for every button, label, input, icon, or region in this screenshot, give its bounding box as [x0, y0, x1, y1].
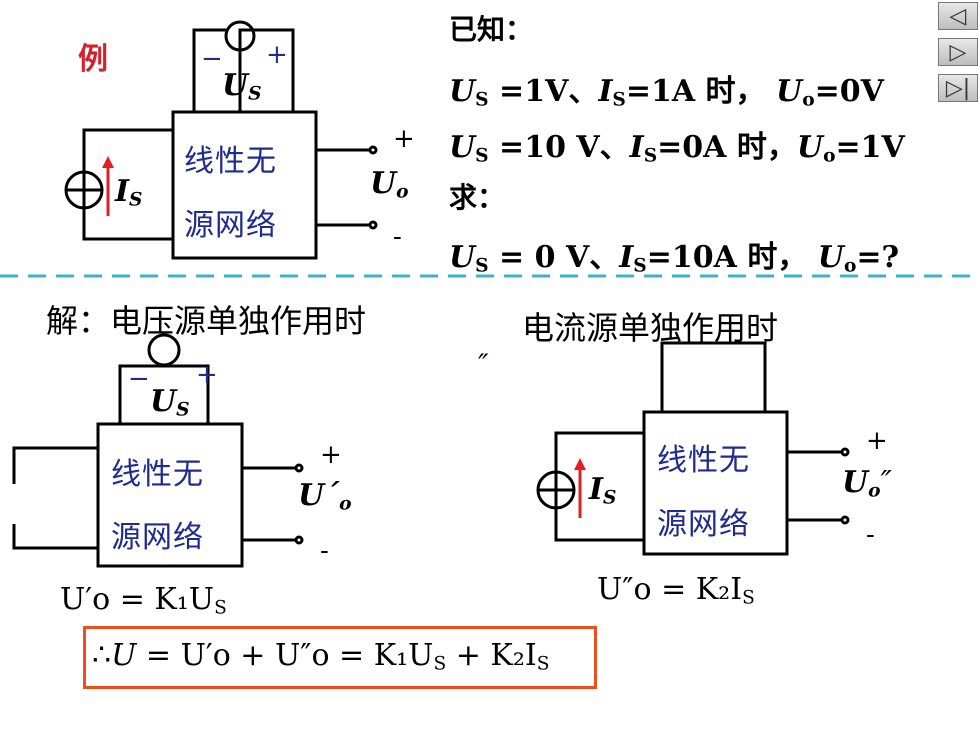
network-label-top-1: 线性无	[184, 144, 277, 179]
uo-minus-right: -	[866, 520, 875, 550]
wire-short-right	[660, 341, 767, 412]
wire-is-right	[554, 431, 644, 542]
find-line: US = 0 V、IS=10A 时， Uo=?	[449, 240, 900, 277]
us-label-left: US	[150, 384, 190, 421]
wire-is-top	[82, 128, 173, 241]
wire-us-top	[238, 28, 295, 112]
final-formula: ∴U = U′o + U″o = K₁US + K₂IS	[92, 638, 550, 675]
network-label-top-2: 源网络	[184, 208, 277, 243]
network-label-right-2: 源网络	[657, 507, 750, 542]
network-box-top	[171, 110, 318, 260]
voltage-source-top	[224, 20, 256, 52]
network-box-right	[642, 410, 789, 556]
uo-dprime-label: Uo″	[842, 465, 892, 502]
uo-plus-top: +	[393, 124, 415, 154]
uo-label-top: Uo	[370, 166, 409, 203]
solution-intro: 解：电压源单独作用时	[46, 302, 367, 340]
example-label: 例	[78, 42, 108, 77]
voltage-source-left	[147, 333, 181, 367]
known-line-2: US =10 V、IS=0A 时，Uo=1V	[449, 130, 905, 167]
is-label-right: IS	[589, 472, 617, 509]
source-minus-top: −	[201, 44, 223, 74]
network-label-left-2: 源网络	[111, 520, 204, 555]
network-label-left-1: 线性无	[111, 457, 204, 492]
find-header: 求：	[449, 181, 506, 214]
source-minus-left: −	[128, 364, 150, 394]
wire-us-top-left	[192, 28, 240, 114]
uo-prime-label: U´o	[298, 478, 352, 515]
is-label-top: IS	[115, 174, 143, 211]
uo-minus-left: -	[320, 536, 329, 566]
uo-plus-right: +	[866, 426, 888, 456]
next-slide-button[interactable]: ▷	[938, 38, 978, 66]
eq-uo-prime: U′o = K₁US	[60, 582, 227, 619]
eq-uo-dprime: U″o = K₂IS	[597, 572, 755, 609]
known-line-1: US =1V、IS=1A 时， Uo=0V	[449, 74, 884, 111]
uo-minus-top: -	[393, 222, 402, 252]
final-formula-box	[83, 626, 597, 689]
network-box-left	[96, 422, 244, 568]
prev-slide-button[interactable]: ◁	[938, 2, 978, 30]
network-label-right-1: 线性无	[657, 443, 750, 478]
source-plus-top: +	[266, 40, 288, 70]
uo-plus-left: +	[320, 440, 342, 470]
stray-double-prime: ″	[478, 348, 489, 381]
source-plus-left: +	[196, 360, 218, 390]
last-slide-button[interactable]: ▷|	[938, 74, 978, 102]
us-label-top: US	[222, 68, 262, 105]
current-case-title: 电流源单独作用时	[522, 309, 779, 347]
known-header: 已知：	[449, 13, 534, 46]
